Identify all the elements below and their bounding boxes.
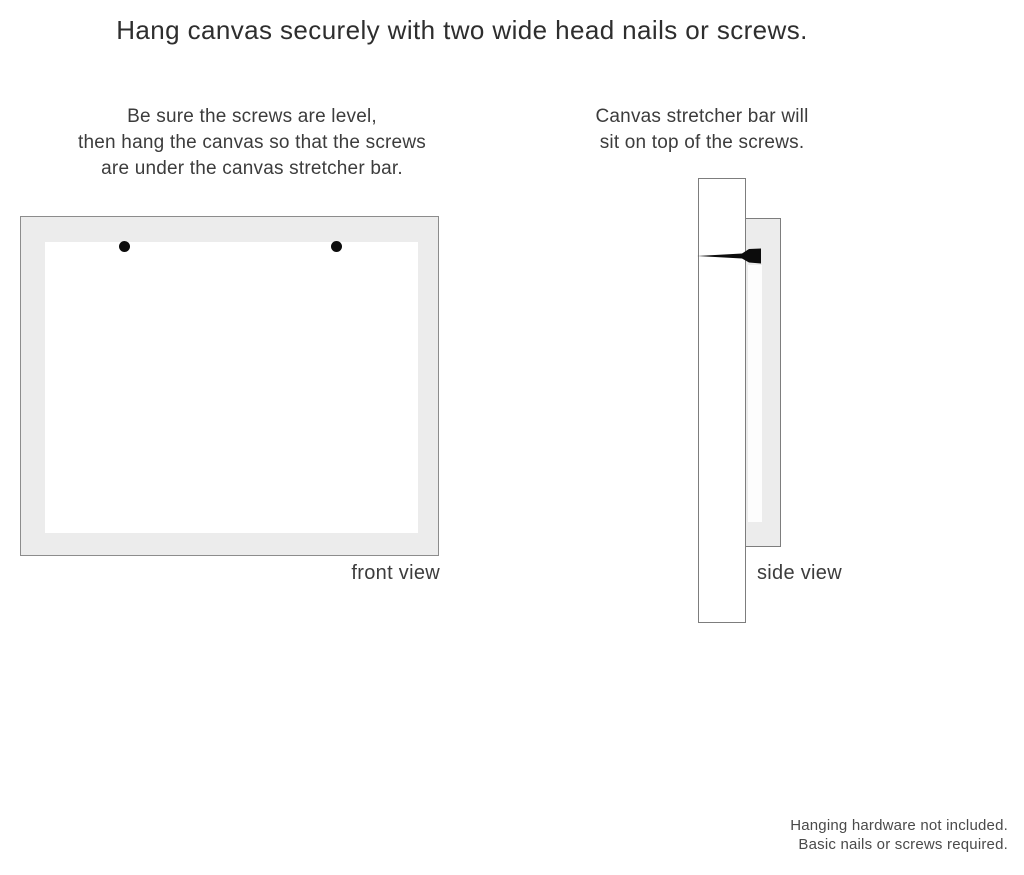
- instruction-line: are under the canvas stretcher bar.: [101, 158, 403, 179]
- hardware-disclaimer: Hanging hardware not included. Basic nai…: [696, 817, 1008, 854]
- page-title: Hang canvas securely with two wide head …: [116, 15, 808, 45]
- wall-bar: [698, 178, 746, 623]
- screw-head-icon: [331, 241, 342, 252]
- disclaimer-line: Hanging hardware not included.: [790, 817, 1008, 834]
- front-view-label: front view: [351, 562, 440, 584]
- instruction-line: then hang the canvas so that the screws: [78, 132, 426, 153]
- canvas-recessed-area: [45, 242, 418, 533]
- instruction-line: Canvas stretcher bar will: [595, 106, 809, 127]
- instruction-line: sit on top of the screws.: [599, 132, 805, 153]
- instruction-line: Be sure the screws are level,: [127, 106, 377, 127]
- side-view-canvas: [745, 218, 781, 547]
- screw-head-icon: [119, 241, 130, 252]
- disclaimer-line: Basic nails or screws required.: [798, 835, 1008, 853]
- nail-icon: [697, 248, 763, 264]
- front-view-instructions: Be sure the screws are level, then hang …: [32, 104, 472, 182]
- canvas-side-recess: [748, 265, 762, 522]
- side-view-label: side view: [757, 562, 842, 584]
- front-view-canvas: [20, 216, 439, 556]
- side-view-instructions: Canvas stretcher bar will sit on top of …: [552, 104, 852, 156]
